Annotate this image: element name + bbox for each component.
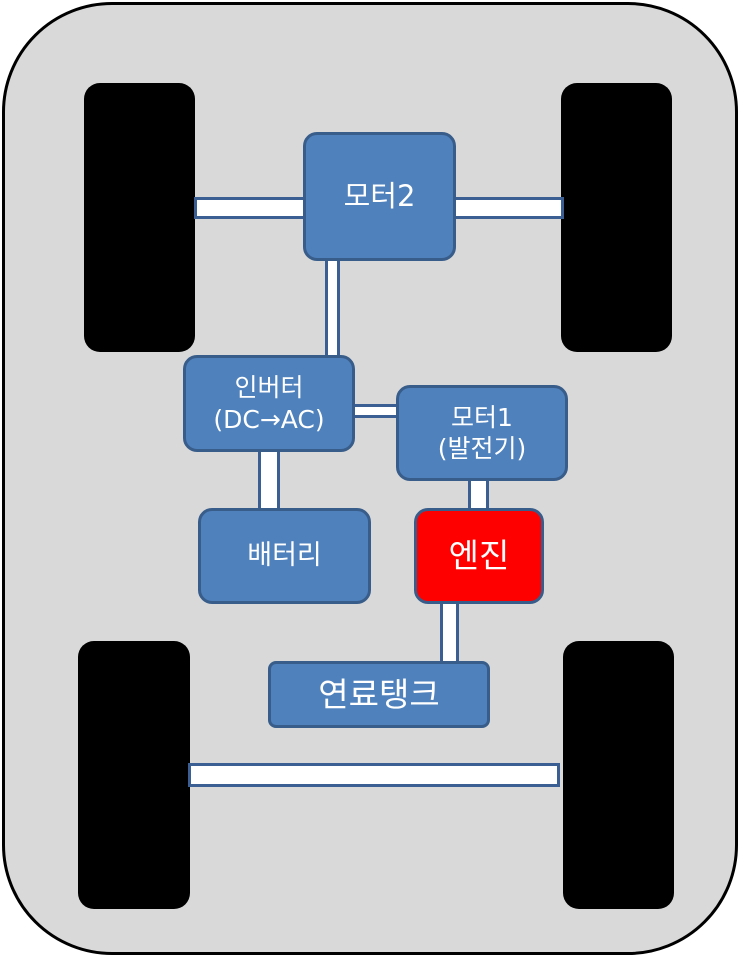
- motor2-box: 모터2: [303, 132, 456, 261]
- fuel-tank-box: 연료탱크: [268, 661, 490, 728]
- motor1-sublabel: (발전기): [437, 434, 527, 463]
- front-left-wheel: [84, 83, 195, 352]
- rear-left-wheel: [78, 641, 190, 909]
- inverter-battery-link: [258, 448, 280, 513]
- motor1-engine-link: [468, 477, 489, 512]
- inverter-label: 인버터: [234, 373, 304, 403]
- front-right-wheel: [561, 83, 672, 352]
- motor2-inverter-link: [325, 256, 340, 360]
- inverter-box: 인버터 (DC→AC): [183, 355, 355, 452]
- engine-fueltank-link: [440, 600, 459, 665]
- inverter-sublabel: (DC→AC): [213, 404, 325, 434]
- motor1-label: 모터1: [451, 402, 513, 432]
- motor1-box: 모터1 (발전기): [396, 385, 568, 481]
- inverter-motor1-link: [352, 404, 400, 418]
- battery-label: 배터리: [247, 540, 322, 572]
- fuel-tank-label: 연료탱크: [318, 674, 440, 714]
- engine-box: 엔진: [414, 508, 544, 604]
- rear-right-wheel: [563, 641, 674, 909]
- front-axle-right-link: [452, 197, 564, 219]
- engine-label: 엔진: [448, 536, 510, 576]
- rear-axle-link: [188, 763, 560, 787]
- front-axle-left-link: [194, 197, 308, 219]
- battery-box: 배터리: [198, 508, 371, 604]
- motor2-label: 모터2: [343, 179, 416, 214]
